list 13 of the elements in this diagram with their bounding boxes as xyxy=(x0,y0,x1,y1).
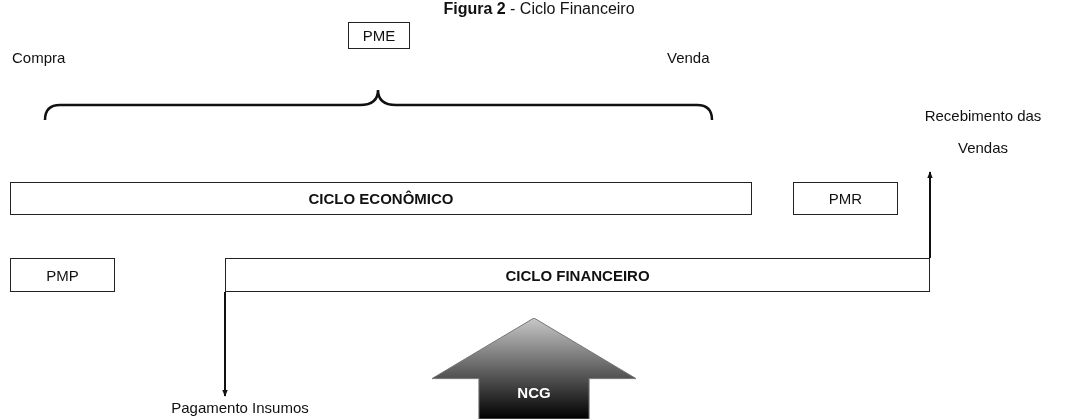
cycle-bar: CICLO ECONÔMICO xyxy=(10,182,752,215)
event-label: Recebimento das Vendas xyxy=(898,100,1068,170)
period-box: PMR xyxy=(793,182,898,215)
event-label: Compra xyxy=(12,48,66,68)
arrow xyxy=(222,291,228,397)
arrow xyxy=(927,171,933,259)
figure-title: Figura 2 - Ciclo Financeiro xyxy=(442,0,636,18)
event-label: Pagamento Insumos xyxy=(135,398,345,419)
period-box: PMP xyxy=(10,258,115,292)
period-box: PME xyxy=(348,22,410,49)
event-label: Venda xyxy=(667,48,710,68)
arrow-label: NCG xyxy=(516,383,552,401)
cycle-bar: CICLO FINANCEIRO xyxy=(225,258,930,292)
